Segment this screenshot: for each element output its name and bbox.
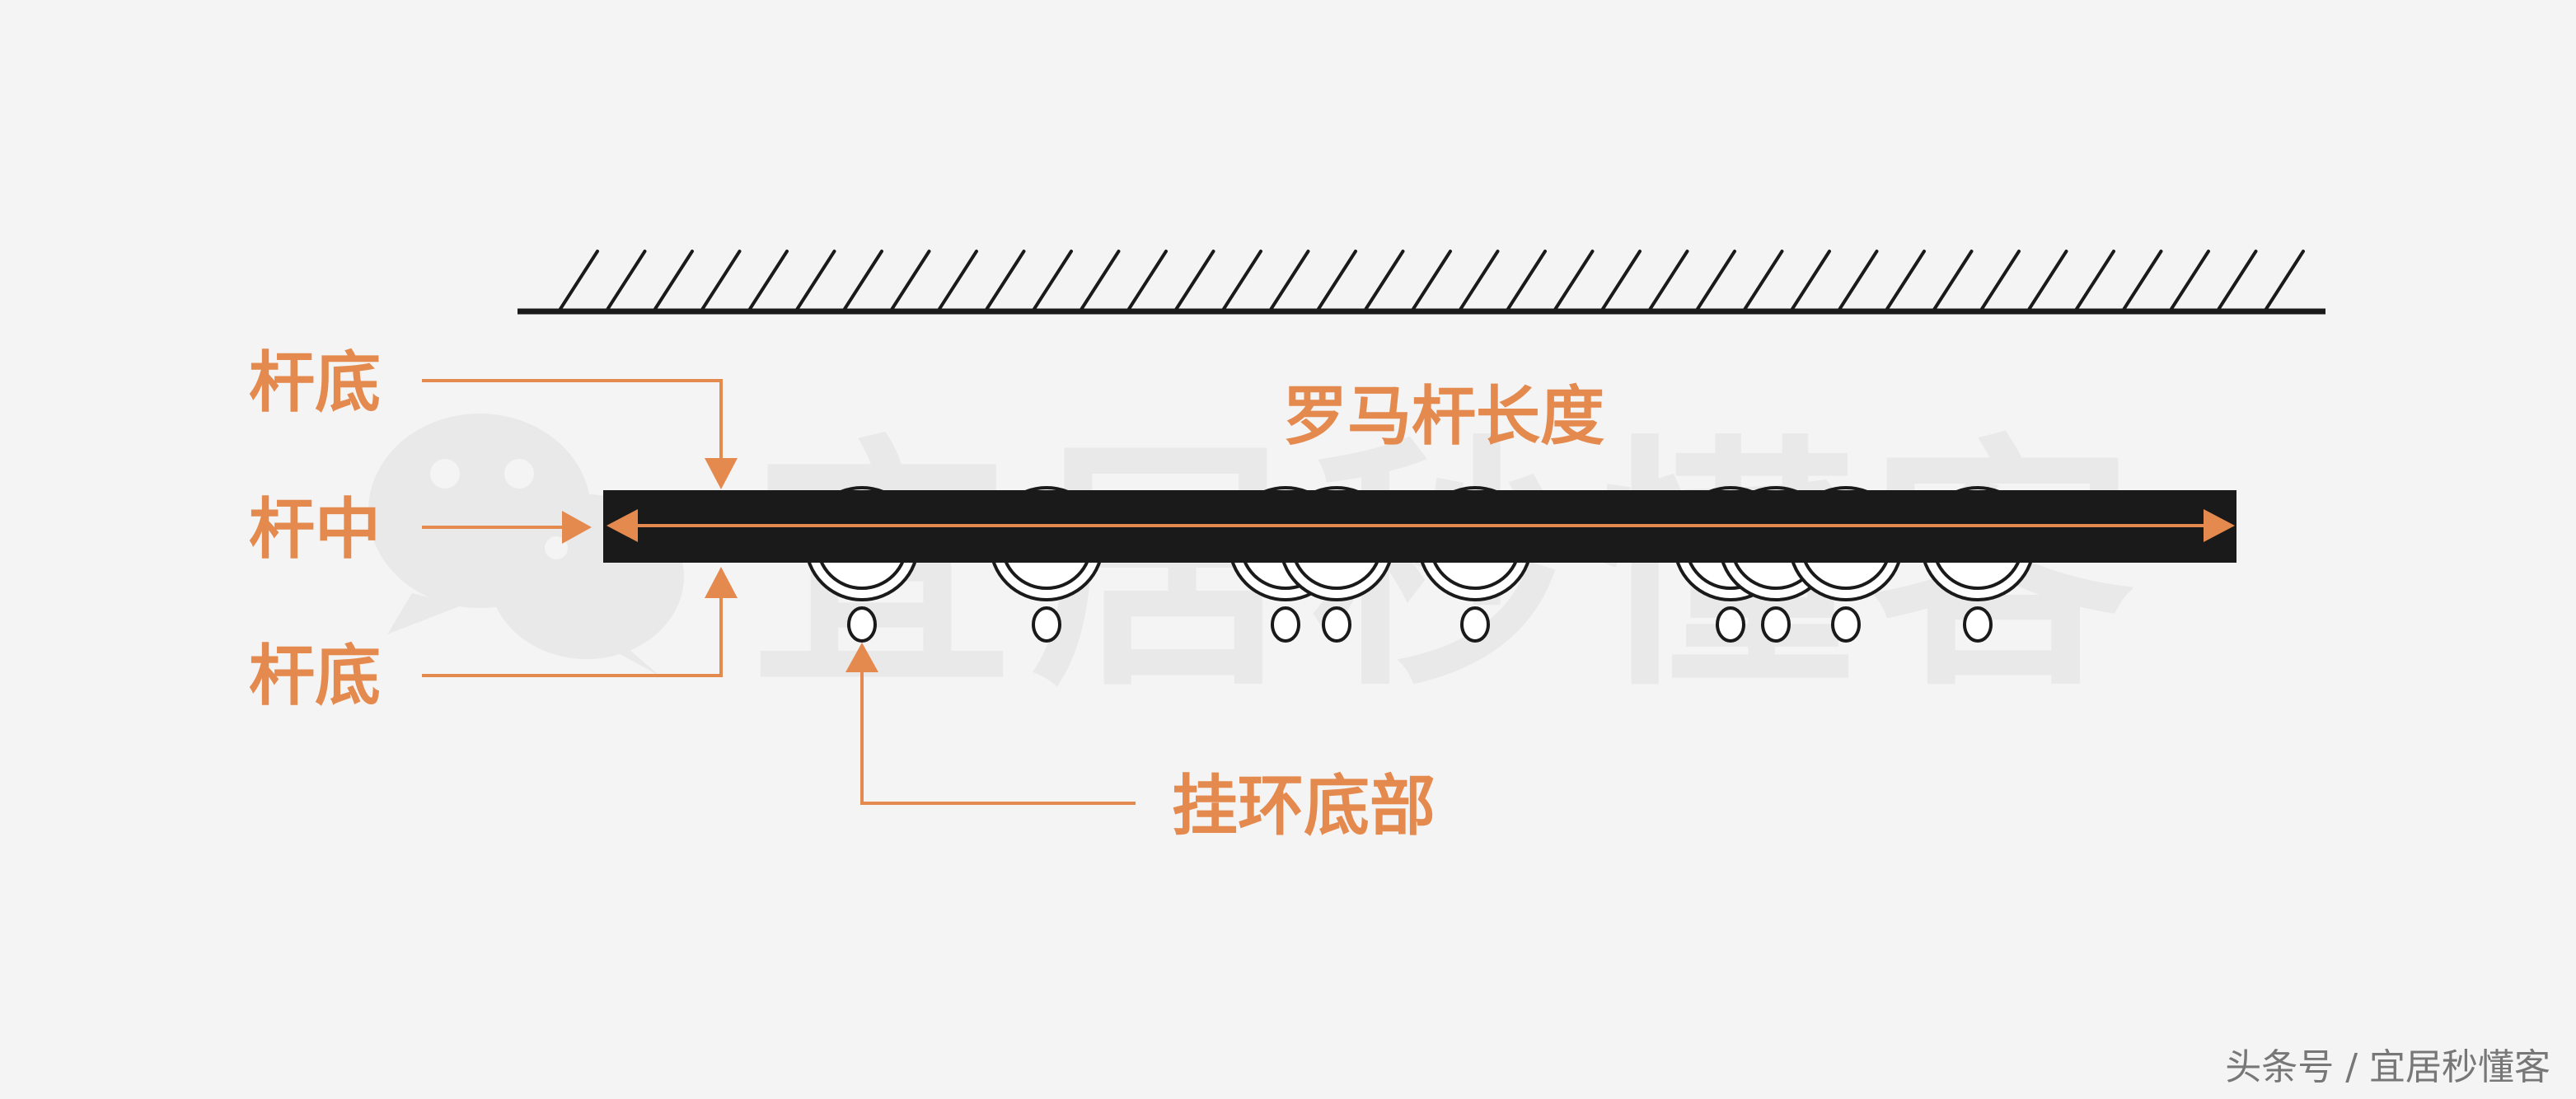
hatch-line <box>700 250 742 311</box>
arrow-up-icon <box>705 567 738 598</box>
rod-length-label: 罗马杆长度 <box>1283 380 1604 454</box>
hatch-line <box>559 250 599 311</box>
rod-length-arrow <box>607 509 2235 542</box>
hatch-line <box>1033 250 1073 311</box>
hatch-line <box>1317 250 1357 311</box>
hatch-line <box>843 250 883 311</box>
hatch-line <box>1506 250 1547 311</box>
hatch-line <box>1459 250 1500 311</box>
hatch-line <box>1601 250 1642 311</box>
hatch-line <box>1743 250 1784 311</box>
hatch-line <box>1885 250 1926 311</box>
hatch-line <box>795 250 836 311</box>
rod-top-label: 杆底 <box>249 344 381 421</box>
hatch-line <box>1174 250 1215 311</box>
hatch-line <box>2027 250 2068 311</box>
hatch-line <box>1269 250 1310 311</box>
hatch-line <box>1222 250 1262 311</box>
arrow-down-icon <box>705 458 738 489</box>
callout-ring-bottom <box>845 643 1136 805</box>
hatch-line <box>1364 250 1405 311</box>
ceiling <box>518 250 2325 315</box>
hatch-line <box>938 250 978 311</box>
hatch-line <box>748 250 789 311</box>
rod-bottom-label: 杆底 <box>249 638 381 714</box>
hatch-line <box>2217 250 2258 311</box>
hatch-line <box>1127 250 1168 311</box>
hatch-line <box>606 250 647 311</box>
hatch-line <box>1932 250 1974 311</box>
hatch-line <box>1648 250 1689 311</box>
callout-rod-bottom <box>422 567 738 677</box>
rod-middle-label: 杆中 <box>249 491 381 568</box>
source-credit: 头条号 / 宜居秒懂客 <box>2225 1046 2550 1088</box>
ring-bottom-label: 挂环底部 <box>1172 768 1436 844</box>
hatch-line <box>1412 250 1452 311</box>
hatch-line <box>2265 250 2305 311</box>
callout-rod-middle <box>422 511 592 544</box>
arrow-up-icon <box>845 643 878 672</box>
hatch-line <box>1553 250 1595 311</box>
arrow-right-icon <box>562 511 592 544</box>
hatch-line <box>890 250 931 311</box>
hatch-line <box>2170 250 2210 311</box>
hatch-line <box>1791 250 1831 311</box>
hatch-line <box>1080 250 1121 311</box>
ceiling-hatching <box>559 250 2305 311</box>
hatch-line <box>1696 250 1736 311</box>
hatch-line <box>653 250 694 311</box>
hatch-line <box>2075 250 2115 311</box>
hatch-line <box>2122 250 2163 311</box>
callout-rod-top <box>422 379 738 489</box>
hatch-line <box>1980 250 2021 311</box>
hatch-line <box>985 250 1026 311</box>
hatch-line <box>1838 250 1879 311</box>
